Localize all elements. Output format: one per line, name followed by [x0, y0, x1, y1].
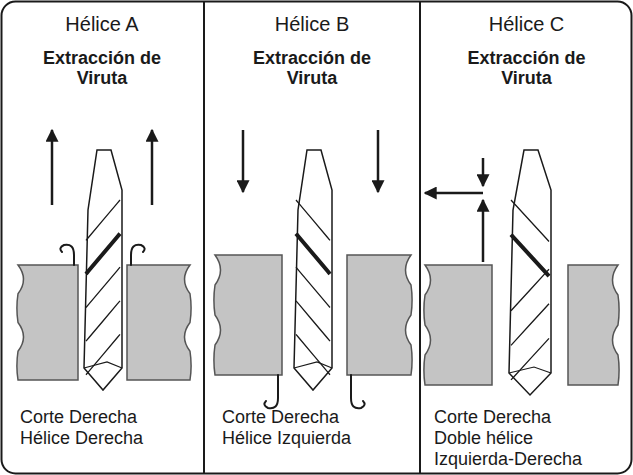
end-mill-flute — [511, 304, 549, 346]
workpiece-block — [424, 265, 492, 385]
end-mill-flute — [511, 200, 549, 242]
end-mill-flute — [86, 200, 120, 240]
panel-divider — [419, 2, 421, 473]
chip-flow-arrow — [425, 192, 483, 195]
end-mill-flute — [296, 267, 330, 307]
panel-title: Hélice B — [204, 12, 420, 36]
helix-panel: Hélice A Extracción de VirutaCorte Derech… — [0, 0, 204, 475]
end-mill-tip-edge — [509, 367, 551, 373]
cut-description: Corte Derecha Hélice Derecha — [20, 407, 185, 449]
chip-curl — [131, 245, 145, 265]
flow-heading: Extracción de Viruta — [457, 48, 597, 88]
chip-curl — [60, 245, 74, 265]
end-mill-flute — [86, 234, 120, 274]
end-mill-flute — [296, 301, 330, 341]
end-mill-flute — [86, 334, 120, 374]
panel-title: Hélice C — [420, 12, 633, 36]
end-mill-flute — [296, 234, 330, 274]
flow-heading: Extracción de Viruta — [32, 48, 172, 88]
cut-description: Corte Derecha Hélice Izquierda — [222, 407, 387, 449]
end-mill-flute — [86, 267, 120, 307]
chip-flow-arrow — [51, 130, 54, 205]
chip-flow-arrow — [151, 130, 154, 205]
chip-flow-arrow — [482, 158, 485, 186]
end-mill-flute — [511, 338, 549, 380]
helix-panel: Hélice C Extracción de VirutaCorte Derech… — [420, 0, 633, 475]
workpiece-block — [17, 265, 78, 380]
cut-description: Corte Derecha Doble hélice Izquierda-Der… — [434, 407, 599, 470]
flow-heading: Extracción de Viruta — [242, 48, 382, 88]
end-mill-flute — [511, 235, 549, 277]
chip-flow-arrow — [482, 200, 485, 262]
end-mill-body — [294, 150, 332, 390]
end-mill-flute — [86, 301, 120, 341]
end-mill-body — [84, 150, 122, 390]
end-mill-tip-edge — [84, 362, 122, 368]
workpiece-block — [347, 255, 412, 375]
end-mill-flute — [296, 334, 330, 374]
end-mill-tip-edge — [294, 362, 332, 368]
workpiece-block — [127, 265, 191, 380]
panel-divider — [203, 2, 205, 473]
panel-title: Hélice A — [0, 12, 204, 36]
end-mill-body — [509, 150, 551, 395]
workpiece-block — [214, 255, 282, 375]
end-mill-flute — [296, 200, 330, 240]
chip-curl — [264, 375, 278, 408]
chip-flow-arrow — [242, 130, 245, 192]
helix-panel: Hélice B Extracción de VirutaCorte Derech… — [204, 0, 420, 475]
chip-curl — [351, 375, 365, 408]
workpiece-block — [568, 265, 619, 385]
end-mill-flute — [511, 269, 549, 311]
chip-flow-arrow — [377, 130, 380, 192]
